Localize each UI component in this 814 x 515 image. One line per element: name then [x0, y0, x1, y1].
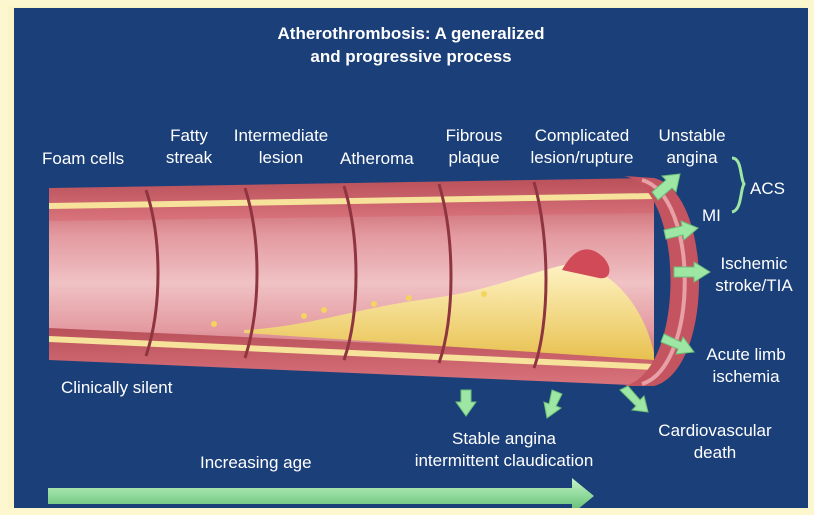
outcome-mi: MI: [702, 205, 721, 227]
increasing-age-arrow: [48, 478, 594, 508]
diagram-title: Atherothrombosis: A generalized and prog…: [14, 22, 808, 68]
increasing-age-label: Increasing age: [200, 452, 312, 474]
arrow-stable-2: [544, 390, 562, 418]
arrow-death: [620, 386, 648, 412]
stage-atheroma: Atheroma: [340, 148, 414, 170]
outcome-acs: ACS: [750, 178, 785, 200]
stage-foam-cells: Foam cells: [42, 148, 124, 170]
diagram-panel: Atherothrombosis: A generalized and prog…: [14, 8, 808, 508]
title-line-1: Atherothrombosis: A generalized: [14, 22, 808, 45]
clinically-silent-label: Clinically silent: [61, 377, 172, 399]
arrow-stable-1: [456, 390, 476, 416]
title-line-2: and progressive process: [14, 45, 808, 68]
